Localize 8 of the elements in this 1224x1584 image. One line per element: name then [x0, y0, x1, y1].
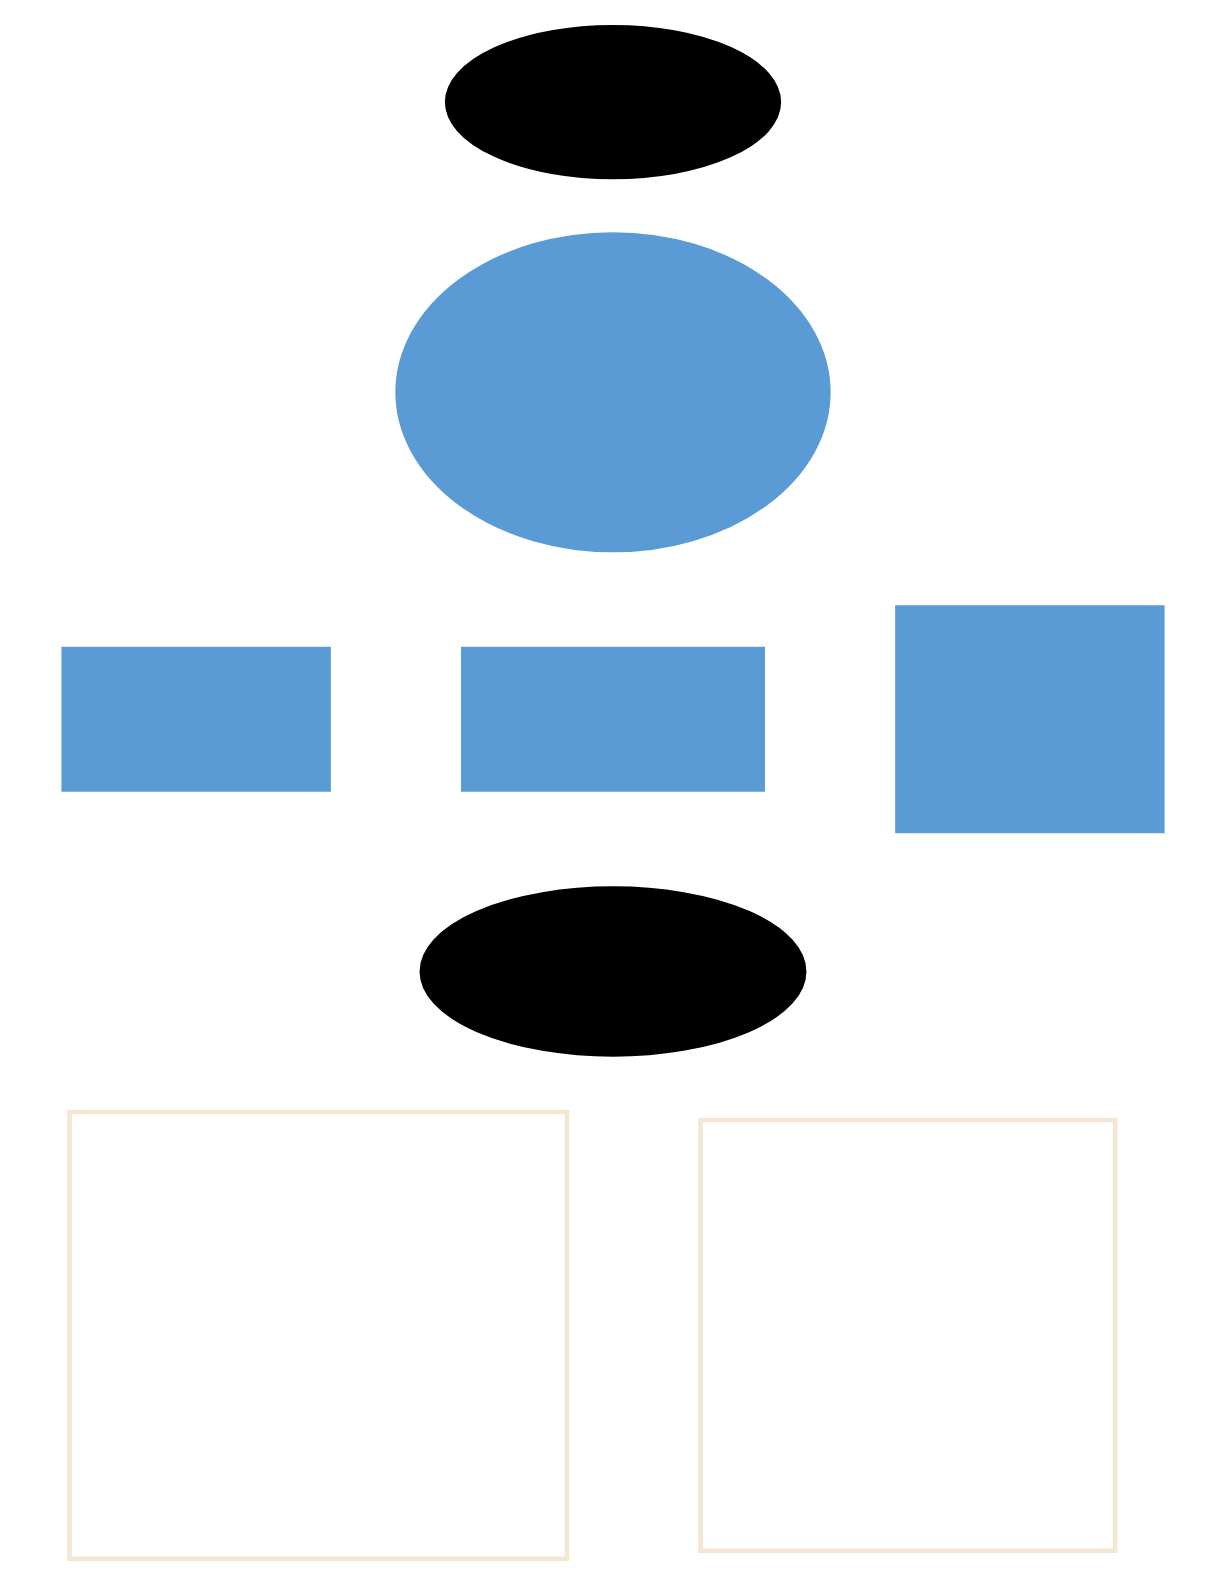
- node-box: [697, 1116, 1117, 1553]
- node-ellipse: [394, 231, 830, 552]
- node-box: [60, 645, 330, 791]
- node-box: [460, 645, 764, 791]
- node-ellipse: [418, 885, 806, 1056]
- node-box: [66, 1108, 569, 1561]
- node-ellipse: [443, 23, 781, 179]
- node-box: [894, 604, 1164, 833]
